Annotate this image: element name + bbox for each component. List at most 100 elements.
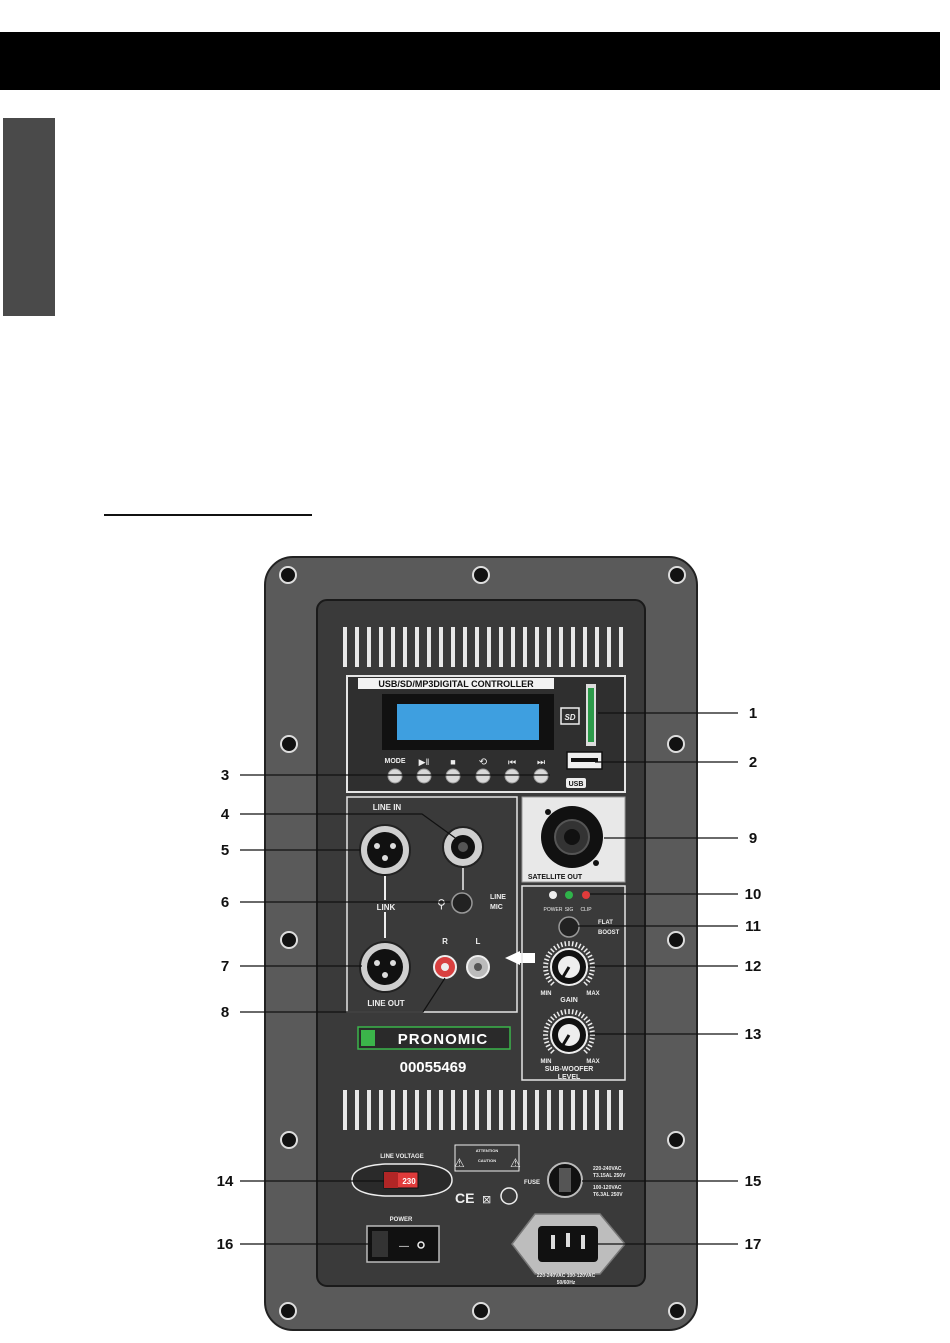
knob-tick [547,1046,553,1051]
vent-slot [499,1090,503,1130]
vent-slot [487,1090,491,1130]
warning-icon: ⚠ [454,1156,465,1170]
callout-16: 16 [216,1236,234,1253]
callout-7: 7 [220,958,230,975]
side-tab [3,118,55,316]
line-mic-switch[interactable] [451,892,473,914]
fuse-spec-1: 220-240VAC [593,1166,622,1172]
prev-icon: ⏮ [508,757,516,767]
vent-slot [415,627,419,667]
knob-tick [550,981,555,986]
screw-icon [668,566,686,584]
speakon-output-icon[interactable] [541,806,603,868]
vent-slot [583,627,587,667]
knob-tick [583,981,588,986]
prev-button[interactable] [504,768,520,784]
knob-tick [588,1040,594,1044]
caution-label: CAUTION [478,1158,496,1163]
vent-slot [523,627,527,667]
knob-tick [556,1011,561,1017]
vent-slot [535,1090,539,1130]
callout-12: 12 [744,958,762,975]
line-voltage-label: LINE VOLTAGE [380,1154,423,1160]
vent-slot [463,627,467,667]
callout-10: 10 [744,886,762,903]
eq-switch[interactable] [558,916,580,938]
callout-14: 14 [216,1173,234,1190]
rca-r-label: R [442,937,448,946]
vent-slot [547,627,551,667]
mains-spec-2: 50/60Hz [557,1280,576,1286]
stop-button[interactable] [445,768,461,784]
vent-bottom [343,1090,623,1130]
sub-scale [543,1009,595,1054]
link-label: LINK [377,903,396,912]
screw-icon [280,1131,298,1149]
knob-tick [589,969,595,972]
knob-tick [545,954,551,959]
vent-slot [463,1090,467,1130]
model-number: 00055469 [400,1059,467,1076]
xlr-output-icon[interactable] [359,941,411,993]
xlr-input-icon[interactable] [359,824,411,876]
vent-slot [511,627,515,667]
stop-icon: ■ [450,757,455,767]
brand-name: PRONOMIC [398,1031,489,1048]
approval-mark-icon [500,1187,518,1205]
knob-tick [588,958,594,962]
knob-tick [543,1030,549,1033]
sub-level-knob[interactable] [550,1016,588,1054]
vent-slot [355,627,359,667]
callout-2: 2 [748,754,758,771]
gain-knob[interactable] [550,948,588,986]
screw-icon [667,931,685,949]
vent-slot [379,627,383,667]
knob-tick [550,948,555,953]
knob-tick [564,1009,567,1015]
line-mic-line-label: LINE [490,894,506,901]
sub-level-label-1: SUB-WOOFER [545,1066,594,1073]
fuse-label: FUSE [524,1180,540,1186]
vent-slot [439,627,443,667]
screw-icon [280,931,298,949]
rca-left-input[interactable] [466,955,490,979]
mode-button[interactable] [387,768,403,784]
next-button[interactable] [533,768,549,784]
callout-8: 8 [220,1004,230,1021]
sub-max-label: MAX [586,1059,599,1065]
clip-led-label: CLIP [580,907,592,913]
vent-slot [379,1090,383,1130]
play-pause-icon: ▶‖ [419,757,430,767]
sig-led-label: SIG [565,907,574,913]
knob-tick [545,975,551,980]
vent-slot [451,627,455,667]
warning-icon: ⚠ [510,1156,521,1170]
gain-max-label: MAX [586,991,599,997]
callout-11: 11 [745,918,761,935]
rca-right-input[interactable] [433,955,457,979]
lcd-display [397,704,539,740]
screws [279,566,686,1320]
vent-slot [403,1090,407,1130]
knob-tick [574,942,578,948]
vent-slot [619,627,623,667]
section-heading-rule [104,514,312,516]
rca-l-label: L [476,937,481,946]
power-led-icon [549,891,557,899]
power-on-icon [417,1241,425,1249]
screw-icon [667,1131,685,1149]
sub-level-label-2: LEVEL [558,1074,581,1081]
screw-icon [667,735,685,753]
line-out-label: LINE OUT [367,999,404,1008]
knob-tick [588,1026,594,1030]
repeat-button[interactable] [475,768,491,784]
knob-tick [543,1037,549,1040]
fuse-spec-3: 100-120VAC [593,1185,622,1191]
gain-label: GAIN [560,997,578,1004]
vent-top [343,627,623,667]
svg-text:SD: SD [564,713,575,722]
play-pause-button[interactable] [416,768,432,784]
screw-icon [472,1302,490,1320]
vent-slot [499,627,503,667]
